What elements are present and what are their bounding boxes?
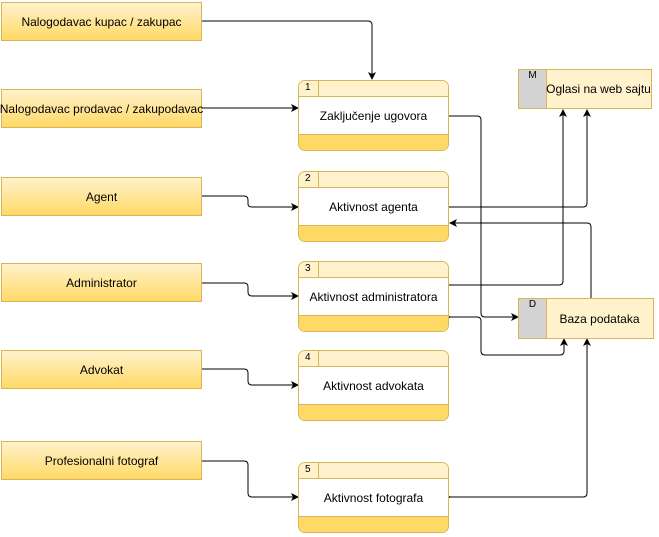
- process-agent[interactable]: 2 Aktivnost agenta: [298, 171, 449, 242]
- edge-ugovor-baza: [442, 112, 519, 321]
- process-ugovor-header: 1: [299, 81, 448, 97]
- store-baza-id: D: [528, 299, 537, 310]
- process-fotograf-divider: [318, 463, 319, 478]
- process-administrator-divider: [318, 262, 319, 277]
- process-advokat-footer: [299, 404, 448, 420]
- process-administrator-number: 3: [305, 263, 311, 274]
- process-fotograf-label: Aktivnost fotografa: [323, 490, 424, 505]
- process-ugovor-footer: [299, 134, 448, 150]
- store-baza-id-cell: D: [519, 299, 547, 338]
- process-administrator-header: 3: [299, 262, 448, 278]
- edge-agent-proces: [195, 192, 299, 211]
- edge-kupac-ugovor: [195, 17, 376, 80]
- process-agent-footer: [299, 225, 448, 241]
- store-oglasi-id-cell: M: [519, 70, 547, 108]
- process-agent-label: Aktivnost agenta: [329, 199, 418, 214]
- edge-administrator-proces: [195, 279, 299, 300]
- store-baza[interactable]: D Baza podataka: [518, 298, 654, 339]
- edge-fotograf-baza: [443, 338, 591, 501]
- entity-agent-label: Agent: [85, 189, 118, 204]
- process-ugovor-number: 1: [305, 82, 311, 93]
- entity-fotograf[interactable]: Profesionalni fotograf: [1, 441, 202, 480]
- process-advokat-number: 4: [305, 352, 311, 363]
- process-fotograf-footer: [299, 516, 448, 532]
- entity-prodavac-label: Nalogodavac prodavac / zakupodavac: [0, 101, 204, 116]
- process-advokat-header: 4: [299, 351, 448, 367]
- process-advokat-label: Aktivnost advokata: [323, 378, 424, 393]
- process-administrator-label: Aktivnost administratora: [309, 289, 438, 304]
- process-agent-header: 2: [299, 172, 448, 188]
- process-administrator-footer: [299, 315, 448, 331]
- process-ugovor[interactable]: 1 Zaključenje ugovora: [298, 80, 449, 151]
- entity-administrator[interactable]: Administrator: [1, 263, 202, 302]
- entity-advokat-label: Advokat: [79, 362, 124, 377]
- entity-kupac[interactable]: Nalogodavac kupac / zakupac: [1, 2, 202, 41]
- store-oglasi[interactable]: M Oglasi na web sajtu: [518, 69, 652, 109]
- store-oglasi-label: Oglasi na web sajtu: [546, 82, 651, 96]
- edge-baza-agent: [449, 219, 592, 298]
- process-administrator[interactable]: 3 Aktivnost administratora: [298, 261, 449, 332]
- process-ugovor-label: Zaključenje ugovora: [319, 108, 428, 123]
- entity-administrator-label: Administrator: [66, 275, 137, 290]
- entity-prodavac[interactable]: Nalogodavac prodavac / zakupodavac: [0, 89, 204, 128]
- store-baza-label: Baza podataka: [559, 311, 640, 326]
- edge-administrator-oglasi: [449, 109, 567, 286]
- process-agent-number: 2: [305, 173, 311, 184]
- process-advokat-divider: [318, 351, 319, 366]
- edge-advokat-proces: [195, 365, 299, 389]
- entity-agent[interactable]: Agent: [1, 177, 202, 216]
- process-advokat[interactable]: 4 Aktivnost advokata: [298, 350, 449, 421]
- entity-kupac-label: Nalogodavac kupac / zakupac: [21, 14, 182, 29]
- process-fotograf-number: 5: [305, 464, 311, 475]
- process-agent-divider: [318, 172, 319, 187]
- edge-fotograf-proces: [195, 457, 299, 501]
- entity-fotograf-label: Profesionalni fotograf: [44, 453, 159, 468]
- edge-agent-oglasi: [449, 109, 591, 208]
- process-ugovor-divider: [318, 81, 319, 96]
- process-fotograf[interactable]: 5 Aktivnost fotografa: [298, 462, 449, 533]
- entity-advokat[interactable]: Advokat: [1, 350, 202, 389]
- process-fotograf-header: 5: [299, 463, 448, 479]
- store-oglasi-id: M: [528, 70, 537, 81]
